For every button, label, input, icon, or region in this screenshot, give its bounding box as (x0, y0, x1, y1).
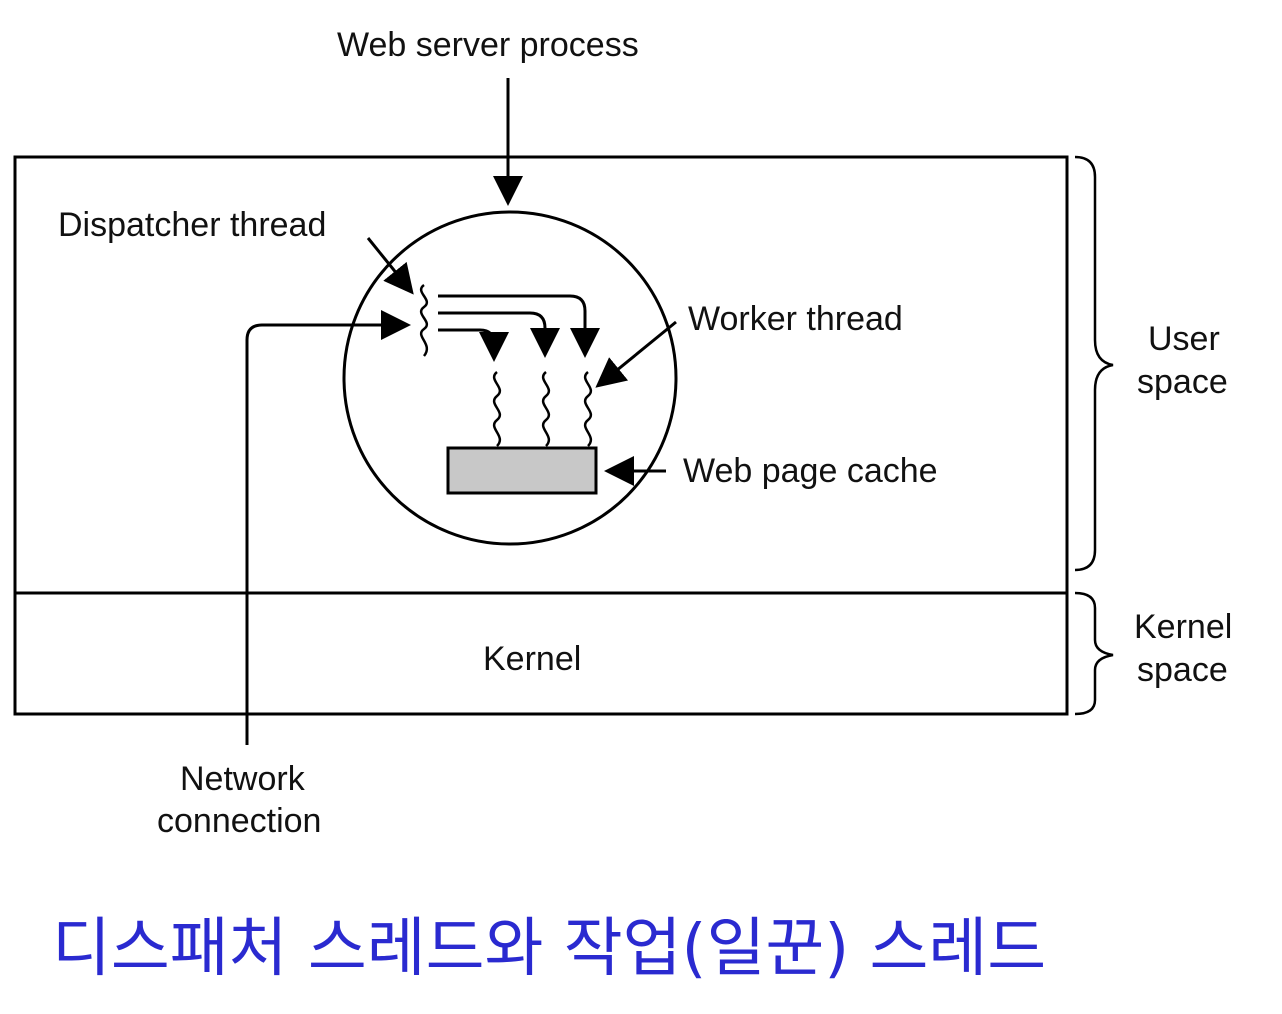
dispatcher-thread-squiggle (419, 283, 429, 357)
worker-thread-squiggle-1 (492, 371, 502, 447)
web-server-process-label: Web server process (337, 26, 639, 64)
kernel-label: Kernel (483, 640, 581, 678)
worker-thread-label: Worker thread (688, 300, 903, 338)
user-space-label-line1: User (1148, 320, 1220, 358)
worker-thread-squiggle-2 (541, 371, 551, 447)
dispatch-arrow-1 (438, 294, 600, 358)
worker-thread-squiggle-3 (583, 371, 593, 447)
dispatcher-thread-arrow (366, 237, 414, 295)
dispatcher-thread-label: Dispatcher thread (58, 206, 326, 244)
dispatch-arrow-2 (438, 311, 560, 358)
kernel-space-brace (1074, 591, 1114, 716)
worker-thread-arrow (595, 320, 677, 388)
network-connection-label-line1: Network (180, 760, 306, 798)
dispatch-arrow-3 (438, 328, 509, 362)
web-page-cache-box (446, 446, 598, 495)
web-page-cache-label: Web page cache (683, 452, 938, 490)
network-connection-label-line2: connection (157, 802, 321, 840)
user-space-label-line2: space (1137, 363, 1228, 401)
process-circle (342, 210, 678, 546)
network-connection-line (245, 310, 411, 745)
kernel-box (13, 591, 1069, 716)
user-space-brace (1074, 155, 1114, 572)
kernel-space-label-line2: space (1137, 651, 1228, 689)
caption: 디스패처 스레드와 작업(일꾼) 스레드 (52, 912, 1046, 986)
kernel-space-label-line1: Kernel (1134, 608, 1232, 646)
